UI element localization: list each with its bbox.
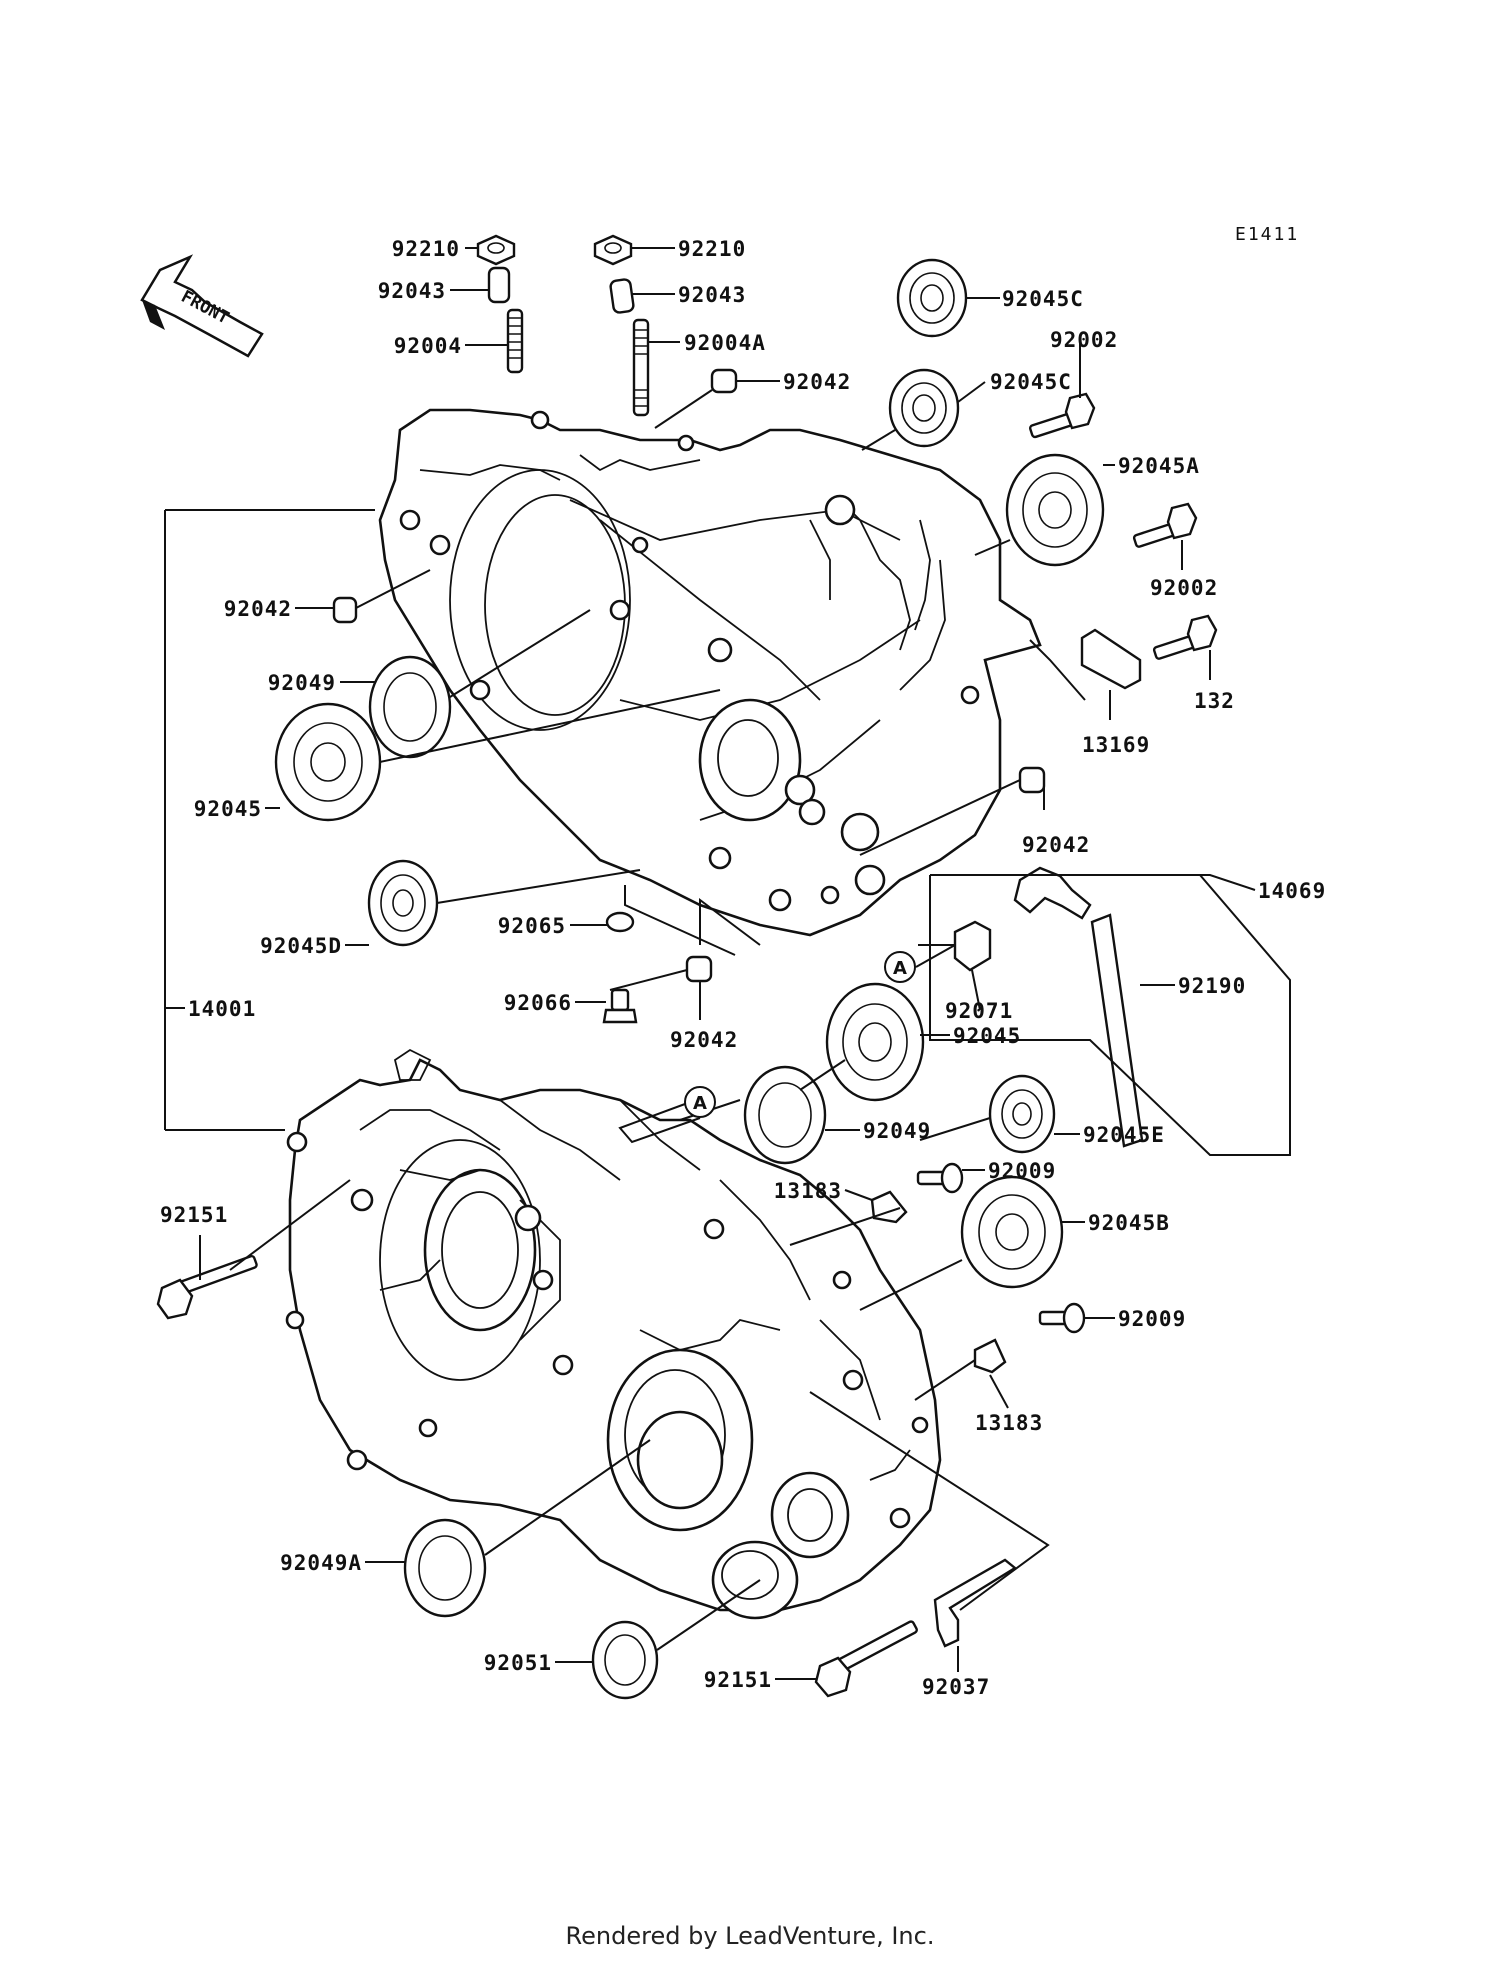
label-92004A: 92004A (684, 331, 766, 355)
label-92045C-middle: 92045C (990, 370, 1072, 394)
label-92151-bottom: 92151 (704, 1668, 772, 1692)
label-132: 132 (1194, 689, 1235, 713)
dowel-92042-top (710, 368, 738, 394)
label-92042-left: 92042 (224, 597, 292, 621)
label-14069: 14069 (1258, 879, 1326, 903)
upper-crankcase-half (378, 408, 1042, 937)
screw-92009-top (916, 1162, 964, 1194)
svg-text:A: A (893, 958, 907, 979)
label-92009-top: 92009 (988, 1159, 1056, 1183)
label-92045C-top: 92045C (1002, 287, 1084, 311)
label-92002-top: 92002 (1050, 328, 1118, 352)
dowel-92042-bottom (685, 955, 713, 983)
label-92045-left: 92045 (194, 797, 262, 821)
label-92190: 92190 (1178, 974, 1246, 998)
breather-fitting-14069 (1013, 866, 1092, 920)
leader-lines (164, 247, 1291, 1680)
label-14001: 14001 (188, 997, 256, 1021)
stud-92004 (506, 308, 524, 374)
plate-13169 (1080, 628, 1142, 690)
label-92049A: 92049A (280, 1551, 362, 1575)
svg-text:A: A (693, 1093, 707, 1114)
bolt-92151-bottom (814, 1620, 918, 1698)
label-92045A: 92045A (1118, 454, 1200, 478)
label-92066: 92066 (504, 991, 572, 1015)
label-92151-left: 92151 (160, 1203, 228, 1227)
label-92049-middle: 92049 (863, 1119, 931, 1143)
dowel-92042-left (332, 596, 358, 624)
label-92042-right: 92042 (1022, 833, 1090, 857)
bearing-92045-left (274, 702, 382, 822)
label-92043-left: 92043 (378, 279, 446, 303)
label-13183-bottom: 13183 (975, 1411, 1043, 1435)
dowel-92042-right (1018, 766, 1046, 794)
bearing-92045C-top (896, 258, 968, 338)
label-92049-top: 92049 (268, 671, 336, 695)
marker-a-upper: A (884, 944, 956, 983)
nut-92210-right (593, 234, 633, 266)
diagram-code: E1411 (1235, 224, 1299, 245)
stay-13183-top (870, 1190, 908, 1224)
collar-92043-right (609, 278, 635, 314)
bolt-92002-top (1028, 392, 1096, 439)
collar-92043-left (487, 266, 511, 304)
label-92002-bottom: 92002 (1150, 576, 1218, 600)
label-92045D: 92045D (260, 934, 342, 958)
bearing-92045D (367, 859, 439, 947)
footer-credit: Rendered by LeadVenture, Inc. (566, 1922, 935, 1950)
label-92045B: 92045B (1088, 1211, 1170, 1235)
label-92045-middle: 92045 (953, 1024, 1021, 1048)
stay-13183-bottom (973, 1338, 1007, 1374)
label-92043-right: 92043 (678, 283, 746, 307)
oil-seal-92051 (591, 1620, 659, 1700)
oil-seal-92049-middle (743, 1065, 827, 1165)
label-92042-bottom: 92042 (670, 1028, 738, 1052)
label-92042-top: 92042 (783, 370, 851, 394)
label-13183-top: 13183 (774, 1179, 842, 1203)
grommet-92071 (953, 920, 992, 972)
label-92051: 92051 (484, 1651, 552, 1675)
washer-92065 (605, 911, 635, 933)
nut-92210-left (476, 234, 516, 266)
bearing-92045B (960, 1175, 1064, 1289)
label-92210-right: 92210 (678, 237, 746, 261)
label-92009-bottom: 92009 (1118, 1307, 1186, 1331)
bolt-92002-bottom (1132, 502, 1198, 548)
oil-seal-92049-top (368, 655, 452, 759)
bearing-92045C-middle (888, 368, 960, 448)
part-labels: 92210 92210 92043 92043 92004 92004A 920… (160, 237, 1326, 1699)
lower-crankcase-half (285, 1048, 942, 1620)
drain-plug-92066 (602, 988, 638, 1024)
bearing-92045A (1005, 453, 1105, 567)
label-92045E: 92045E (1083, 1123, 1165, 1147)
bearing-92045E (988, 1074, 1056, 1154)
oil-seal-92049A (403, 1518, 487, 1618)
bracket-92037 (933, 1558, 1018, 1648)
label-92065: 92065 (498, 914, 566, 938)
label-13169: 13169 (1082, 733, 1150, 757)
label-92210-left: 92210 (392, 237, 460, 261)
label-92037: 92037 (922, 1675, 990, 1699)
stud-92004A (632, 318, 650, 417)
bolt-92151-left (156, 1254, 258, 1320)
label-92004: 92004 (394, 334, 462, 358)
label-92071: 92071 (945, 999, 1013, 1023)
front-arrow-icon: FRONT (140, 254, 264, 358)
bolt-132 (1152, 614, 1218, 660)
marker-a-lower: A (618, 1086, 716, 1144)
bearing-92045-middle (825, 982, 925, 1102)
screw-92009-bottom (1038, 1302, 1086, 1334)
breather-hose-92190 (1090, 913, 1144, 1148)
